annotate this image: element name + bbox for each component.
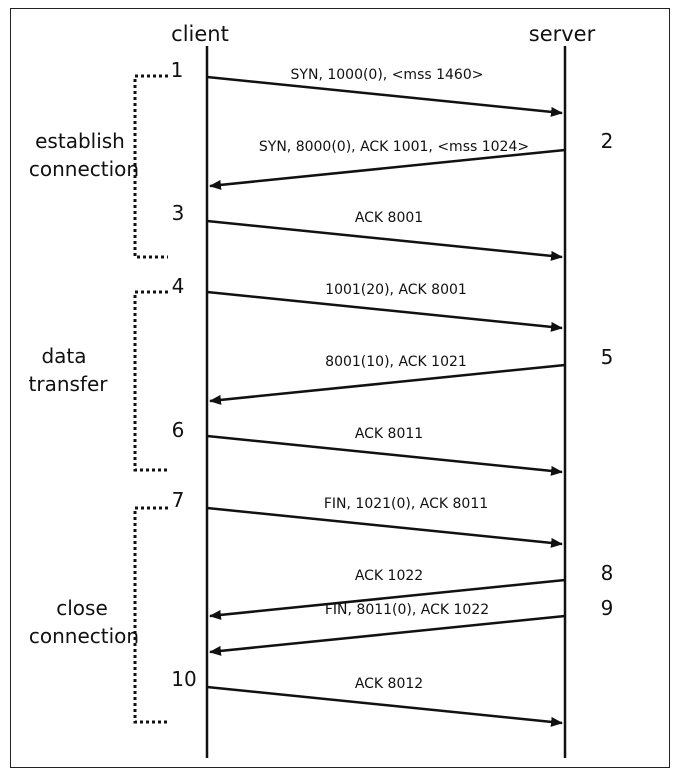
message-arrow-5 (209, 363, 566, 405)
message-arrow-3 (206, 219, 563, 261)
message-label-5: 8001(10), ACK 1021 (325, 354, 467, 370)
message-label-10: ACK 8012 (355, 676, 423, 692)
message-arrow-6 (206, 434, 563, 476)
phase-establish-line2: connection (29, 157, 139, 181)
step-number-3: 3 (172, 201, 185, 225)
message-label-3: ACK 8001 (355, 210, 423, 226)
message-label-7: FIN, 1021(0), ACK 8011 (324, 496, 488, 512)
step-number-7: 7 (172, 488, 185, 512)
phase-bracket-close (133, 506, 168, 724)
message-label-6: ACK 8011 (355, 426, 423, 442)
phase-bracket-data (133, 290, 168, 472)
step-number-10: 10 (171, 667, 196, 691)
step-number-1: 1 (171, 58, 184, 82)
message-arrow-4 (206, 290, 563, 332)
phase-close-line1: close (56, 596, 108, 620)
message-arrow-1 (206, 75, 563, 117)
message-arrow-2 (209, 148, 566, 190)
message-label-9: FIN, 8011(0), ACK 1022 (325, 602, 489, 618)
message-label-4: 1001(20), ACK 8001 (325, 282, 467, 298)
phase-close-line2: connection (29, 624, 139, 648)
phase-establish-line1: establish (35, 129, 125, 153)
message-label-1: SYN, 1000(0), <mss 1460> (291, 67, 484, 83)
message-arrow-7 (206, 506, 563, 548)
phase-data-line2: transfer (29, 372, 109, 396)
phase-data-line1: data (41, 344, 86, 368)
step-number-6: 6 (172, 418, 185, 442)
step-number-8: 8 (601, 561, 614, 585)
message-arrow-8 (209, 578, 566, 620)
message-arrow-10 (206, 685, 563, 727)
message-label-8: ACK 1022 (355, 568, 423, 584)
step-number-5: 5 (601, 345, 614, 369)
server-header: server (529, 22, 596, 46)
client-header: client (171, 22, 229, 46)
step-number-2: 2 (601, 129, 614, 153)
step-number-4: 4 (172, 274, 185, 298)
phase-bracket-establish (133, 74, 168, 259)
message-label-2: SYN, 8000(0), ACK 1001, <mss 1024> (259, 139, 529, 155)
step-number-9: 9 (601, 596, 614, 620)
message-arrow-9 (209, 614, 566, 656)
